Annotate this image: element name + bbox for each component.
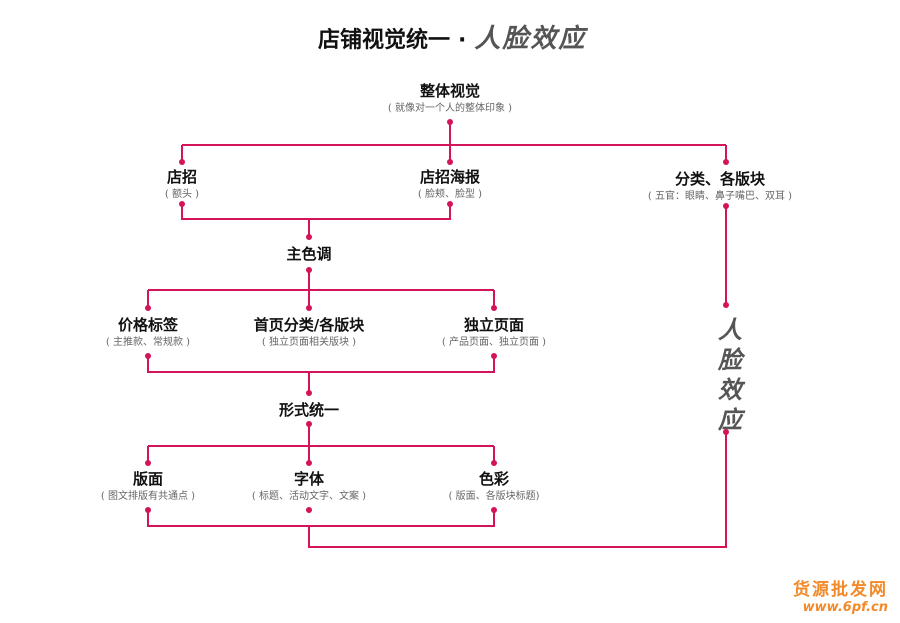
node-secai-name: 色彩 bbox=[478, 470, 510, 488]
node-haibao-sub: ( 脸颊、脸型 ) bbox=[417, 189, 483, 200]
node-shouye-sub: ( 独立页面相关版块 ) bbox=[261, 337, 357, 348]
node-zhuse: 主色调 bbox=[286, 245, 331, 263]
node-banmian-sub: ( 图文排版有共通点 ) bbox=[100, 491, 196, 502]
side-char: 人 bbox=[718, 315, 742, 344]
connector-root-bus bbox=[181, 122, 727, 162]
side-char: 应 bbox=[718, 405, 742, 434]
node-fenlei-sub: ( 五官：眼睛、鼻子嘴巴、双耳 ) bbox=[647, 191, 793, 202]
node-haibao-name: 店招海报 bbox=[419, 168, 481, 186]
side-char: 脸 bbox=[718, 345, 742, 374]
node-jiage: 价格标签 ( 主推款、常规款 ) bbox=[106, 316, 190, 350]
connector-bus-2 bbox=[147, 270, 495, 308]
connector-merge-3 bbox=[147, 432, 727, 548]
node-banmian-name: 版面 bbox=[132, 470, 164, 488]
title-main: 店铺视觉统一 bbox=[318, 28, 451, 53]
node-fenlei-name: 分类、各版块 bbox=[674, 170, 766, 188]
node-ziti-sub: ( 标题、活动文字、文案 ) bbox=[251, 491, 367, 502]
page-title: 店铺视觉统一 · 人脸效应 bbox=[318, 18, 586, 55]
node-dianzhao-sub: ( 额头 ) bbox=[164, 189, 200, 200]
node-duli-sub: ( 产品页面、独立页面 ) bbox=[441, 337, 547, 348]
node-zhuse-name: 主色调 bbox=[286, 245, 332, 263]
node-duli: 独立页面 ( 产品页面、独立页面 ) bbox=[442, 316, 546, 350]
node-haibao: 店招海报 ( 脸颊、脸型 ) bbox=[418, 168, 482, 202]
side-char: 效 bbox=[718, 375, 742, 404]
node-ziti: 字体 ( 标题、活动文字、文案 ) bbox=[252, 470, 366, 504]
connector-merge-2 bbox=[147, 356, 495, 393]
node-dianzhao: 店招 ( 额头 ) bbox=[165, 168, 199, 202]
node-secai: 色彩 ( 版面、各版块标题) bbox=[449, 470, 540, 504]
watermark: 货源批发网 www.6pf.cn bbox=[793, 575, 888, 615]
node-xingshi-name: 形式统一 bbox=[278, 401, 340, 419]
watermark-url: www.6pf.cn bbox=[802, 600, 888, 615]
node-duli-name: 独立页面 bbox=[463, 316, 525, 334]
watermark-site-name: 货源批发网 bbox=[793, 580, 888, 600]
node-fenlei: 分类、各版块 ( 五官：眼睛、鼻子嘴巴、双耳 ) bbox=[648, 170, 792, 204]
title-brush-text: 人脸效应 bbox=[474, 24, 587, 54]
node-root-sub: ( 就像对一个人的整体印象 ) bbox=[387, 103, 513, 114]
node-secai-sub: ( 版面、各版块标题) bbox=[448, 491, 540, 502]
title-separator: · bbox=[458, 28, 467, 53]
node-root: 整体视觉 ( 就像对一个人的整体印象 ) bbox=[388, 82, 512, 116]
node-jiage-sub: ( 主推款、常规款 ) bbox=[105, 337, 191, 348]
side-vertical-label: 人 脸 效 应 bbox=[716, 315, 744, 435]
node-jiage-name: 价格标签 bbox=[117, 316, 179, 334]
node-dianzhao-name: 店招 bbox=[166, 168, 198, 186]
connector-bus-3 bbox=[147, 424, 495, 463]
node-shouye-name: 首页分类/各版块 bbox=[253, 316, 365, 334]
node-xingshi: 形式统一 bbox=[279, 401, 339, 419]
node-ziti-name: 字体 bbox=[293, 470, 325, 488]
node-banmian: 版面 ( 图文排版有共通点 ) bbox=[101, 470, 195, 504]
connector-merge-1 bbox=[181, 204, 451, 237]
node-shouye: 首页分类/各版块 ( 独立页面相关版块 ) bbox=[254, 316, 364, 350]
node-root-name: 整体视觉 bbox=[419, 82, 481, 100]
